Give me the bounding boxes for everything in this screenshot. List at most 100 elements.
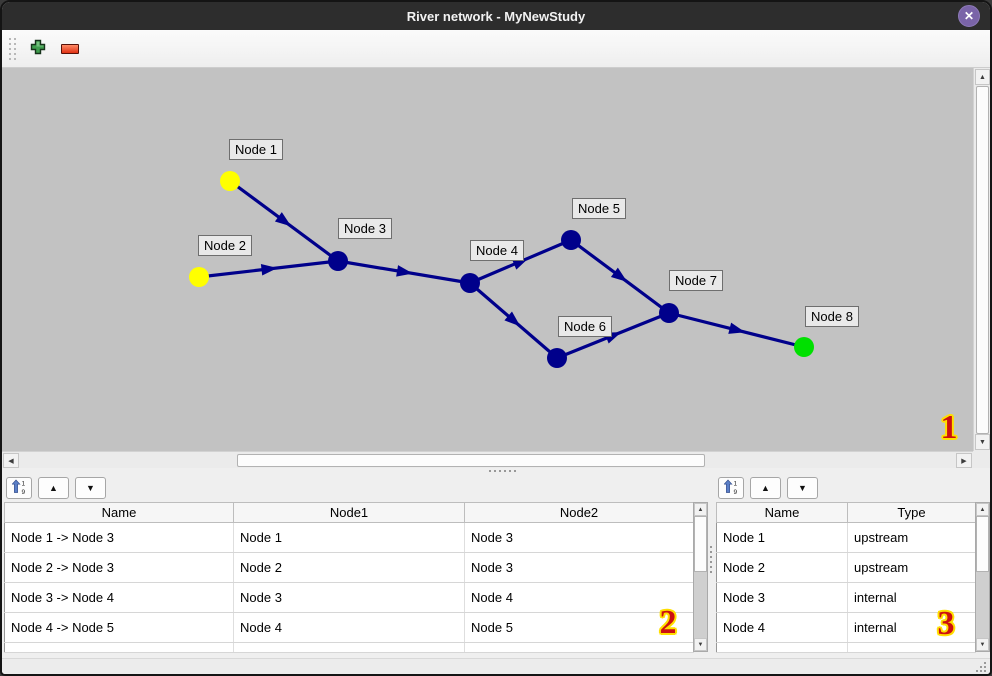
node-label: Node 3 xyxy=(338,218,392,239)
column-header[interactable]: Name xyxy=(4,502,234,523)
vertical-scrollbar-thumb[interactable] xyxy=(976,86,989,434)
edge-arrow-icon xyxy=(260,264,278,276)
table-cell[interactable]: Node 3 xyxy=(464,522,694,553)
window-title: River network - MyNewStudy xyxy=(406,8,586,24)
graph-node[interactable] xyxy=(561,230,581,250)
down-triangle-icon: ▼ xyxy=(798,483,807,493)
close-icon: ✕ xyxy=(963,9,975,23)
table-cell[interactable]: upstream xyxy=(847,522,976,553)
table-scrollbar-thumb[interactable] xyxy=(976,516,989,572)
table-cell[interactable]: Node 2 -> Node 3 xyxy=(4,552,234,583)
scroll-right-arrow-icon[interactable]: ▶ xyxy=(956,453,972,468)
scroll-down-arrow-icon[interactable]: ▼ xyxy=(976,638,989,651)
node-label: Node 7 xyxy=(669,270,723,291)
graph-node[interactable] xyxy=(460,273,480,293)
svg-text:1: 1 xyxy=(733,480,737,487)
table-cell[interactable]: internal xyxy=(847,612,976,643)
edge-arrow-icon xyxy=(396,265,413,277)
horizontal-splitter[interactable] xyxy=(2,468,990,474)
table-cell[interactable]: internal xyxy=(847,582,976,613)
up-triangle-icon: ▲ xyxy=(761,483,770,493)
resize-grip-icon[interactable] xyxy=(976,670,978,672)
remove-button[interactable] xyxy=(57,36,83,62)
scroll-up-arrow-icon[interactable]: ▲ xyxy=(976,503,989,516)
table-cell[interactable]: Node 1 xyxy=(233,522,465,553)
nodes-table-scrollbar[interactable]: ▲ ▼ xyxy=(975,502,990,652)
graph-node[interactable] xyxy=(189,267,209,287)
move-up-button[interactable]: ▲ xyxy=(38,477,69,499)
table-cell[interactable] xyxy=(464,642,694,653)
titlebar[interactable]: River network - MyNewStudy ✕ xyxy=(2,2,990,30)
scroll-up-arrow-icon[interactable]: ▲ xyxy=(694,503,707,516)
graph-node[interactable] xyxy=(547,348,567,368)
links-table-scrollbar[interactable]: ▲ ▼ xyxy=(693,502,708,652)
graph-horizontal-scrollbar[interactable]: ◀ ▶ xyxy=(2,451,973,468)
column-header[interactable]: Type xyxy=(847,502,976,523)
sort-button[interactable]: 1 9 xyxy=(6,477,32,499)
move-down-button[interactable]: ▼ xyxy=(787,477,818,499)
edge-arrow-icon xyxy=(728,322,746,334)
edge-arrow-icon xyxy=(504,311,521,327)
scroll-down-arrow-icon[interactable]: ▼ xyxy=(975,434,990,450)
svg-text:9: 9 xyxy=(21,489,25,495)
scroll-up-arrow-icon[interactable]: ▲ xyxy=(975,69,990,85)
edge-arrow-icon xyxy=(274,212,292,227)
horizontal-scrollbar-thumb[interactable] xyxy=(237,454,705,467)
node-label: Node 1 xyxy=(229,139,283,160)
sort-ascending-icon: 1 9 xyxy=(10,478,27,498)
table-cell[interactable]: Node 2 xyxy=(716,552,848,583)
table-cell[interactable]: Node 4 xyxy=(233,612,465,643)
main-toolbar xyxy=(2,30,990,68)
node-label: Node 8 xyxy=(805,306,859,327)
sort-button[interactable]: 1 9 xyxy=(718,477,744,499)
table-scrollbar-thumb[interactable] xyxy=(694,516,707,572)
table-cell[interactable]: Node 3 xyxy=(233,582,465,613)
minus-icon xyxy=(61,43,79,54)
close-button[interactable]: ✕ xyxy=(958,5,980,27)
table-cell[interactable]: Node 4 xyxy=(716,612,848,643)
graph-vertical-scrollbar[interactable]: ▲ ▼ xyxy=(973,68,990,451)
graph-node[interactable] xyxy=(659,303,679,323)
graph-node[interactable] xyxy=(220,171,240,191)
table-cell[interactable] xyxy=(716,642,848,653)
table-cell[interactable]: Node 3 -> Node 4 xyxy=(4,582,234,613)
node-label: Node 5 xyxy=(572,198,626,219)
table-cell[interactable]: upstream xyxy=(847,552,976,583)
move-up-button[interactable]: ▲ xyxy=(750,477,781,499)
table-cell[interactable] xyxy=(4,642,234,653)
column-header[interactable]: Node1 xyxy=(233,502,465,523)
graph-node[interactable] xyxy=(328,251,348,271)
column-header[interactable]: Node2 xyxy=(464,502,694,523)
column-header[interactable]: Name xyxy=(716,502,848,523)
graph-node[interactable] xyxy=(794,337,814,357)
table-cell[interactable] xyxy=(233,642,465,653)
table-cell[interactable]: Node 3 xyxy=(464,552,694,583)
table-cell[interactable]: Node 1 xyxy=(716,522,848,553)
table-cell[interactable]: Node 5 xyxy=(464,612,694,643)
down-triangle-icon: ▼ xyxy=(86,483,95,493)
add-button[interactable] xyxy=(25,36,51,62)
move-down-button[interactable]: ▼ xyxy=(75,477,106,499)
vertical-splitter[interactable] xyxy=(708,474,714,658)
table-cell[interactable]: Node 4 -> Node 5 xyxy=(4,612,234,643)
scroll-down-arrow-icon[interactable]: ▼ xyxy=(694,638,707,651)
table-cell[interactable]: Node 2 xyxy=(233,552,465,583)
svg-text:9: 9 xyxy=(733,489,737,495)
scrollbar-corner xyxy=(973,451,990,468)
table-cell[interactable] xyxy=(847,642,976,653)
scroll-left-arrow-icon[interactable]: ◀ xyxy=(3,453,19,468)
table-cell[interactable]: Node 4 xyxy=(464,582,694,613)
table-cell[interactable]: Node 3 xyxy=(716,582,848,613)
toolbar-drag-handle[interactable] xyxy=(9,37,16,60)
table-cell[interactable]: Node 1 -> Node 3 xyxy=(4,522,234,553)
